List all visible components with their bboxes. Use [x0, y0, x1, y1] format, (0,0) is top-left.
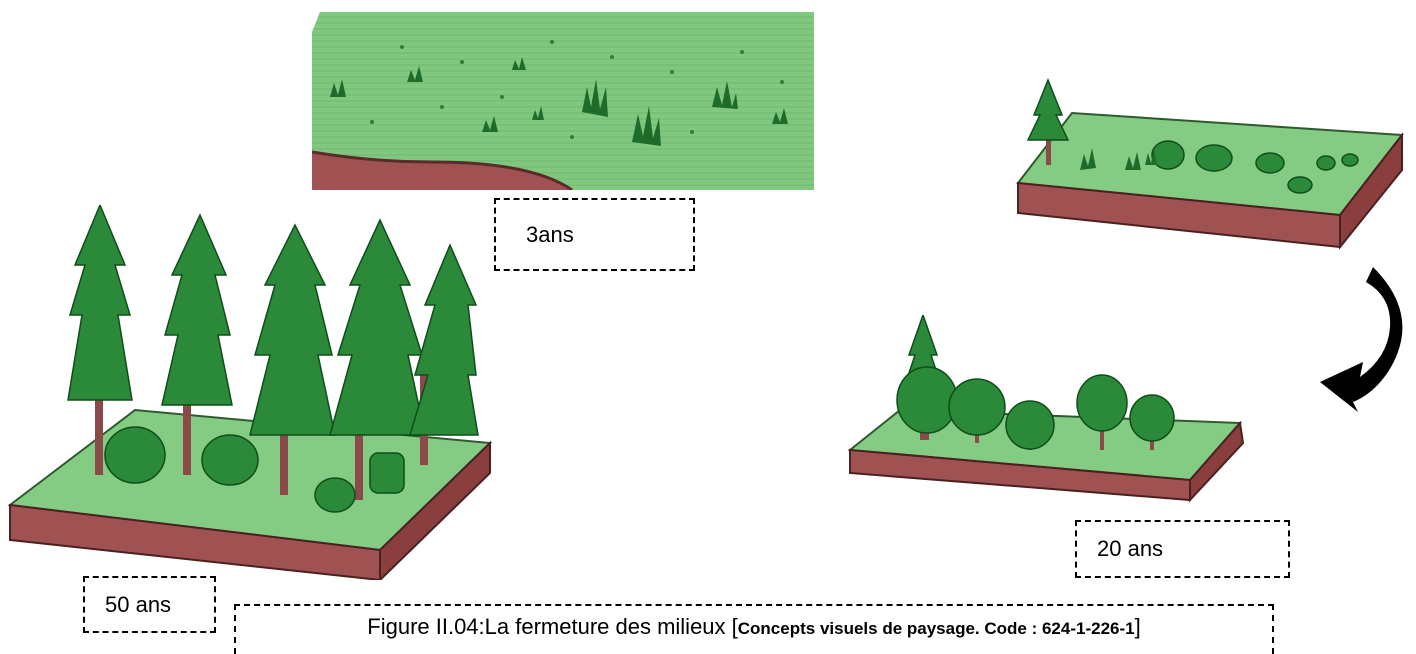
stage-20-years-illustration: [847, 315, 1245, 503]
stage-shrub-illustration: [1016, 77, 1404, 250]
stage-20-years-text: 20 ans: [1097, 536, 1164, 561]
pine-tree: [1026, 77, 1070, 165]
stage-50-years-illustration: [7, 205, 493, 580]
stage-3-years-text: 3ans: [526, 221, 574, 247]
figure-caption: Figure II.04:La fermeture des milieux [C…: [234, 604, 1274, 654]
shrub: [104, 426, 405, 513]
stage-50-years-label: 50 ans: [83, 576, 216, 633]
curved-arrow-icon: [1320, 267, 1403, 412]
caption-prefix: Figure II.04:La fermeture des milieux [: [367, 614, 738, 639]
pine-tree: [67, 205, 479, 500]
stage-3-years-label: 3ans: [494, 198, 695, 271]
stage-50-years-text: 50 ans: [105, 591, 172, 617]
stage-3-years-illustration: [312, 12, 814, 190]
young-tree: [896, 366, 1175, 450]
grass-tuft: [330, 57, 788, 146]
shrub: [1151, 140, 1359, 194]
caption-source: Concepts visuels de paysage. Code : 624-…: [737, 619, 1135, 638]
stage-20-years-label: 20 ans: [1075, 520, 1290, 578]
caption-suffix: ]: [1134, 614, 1141, 639]
